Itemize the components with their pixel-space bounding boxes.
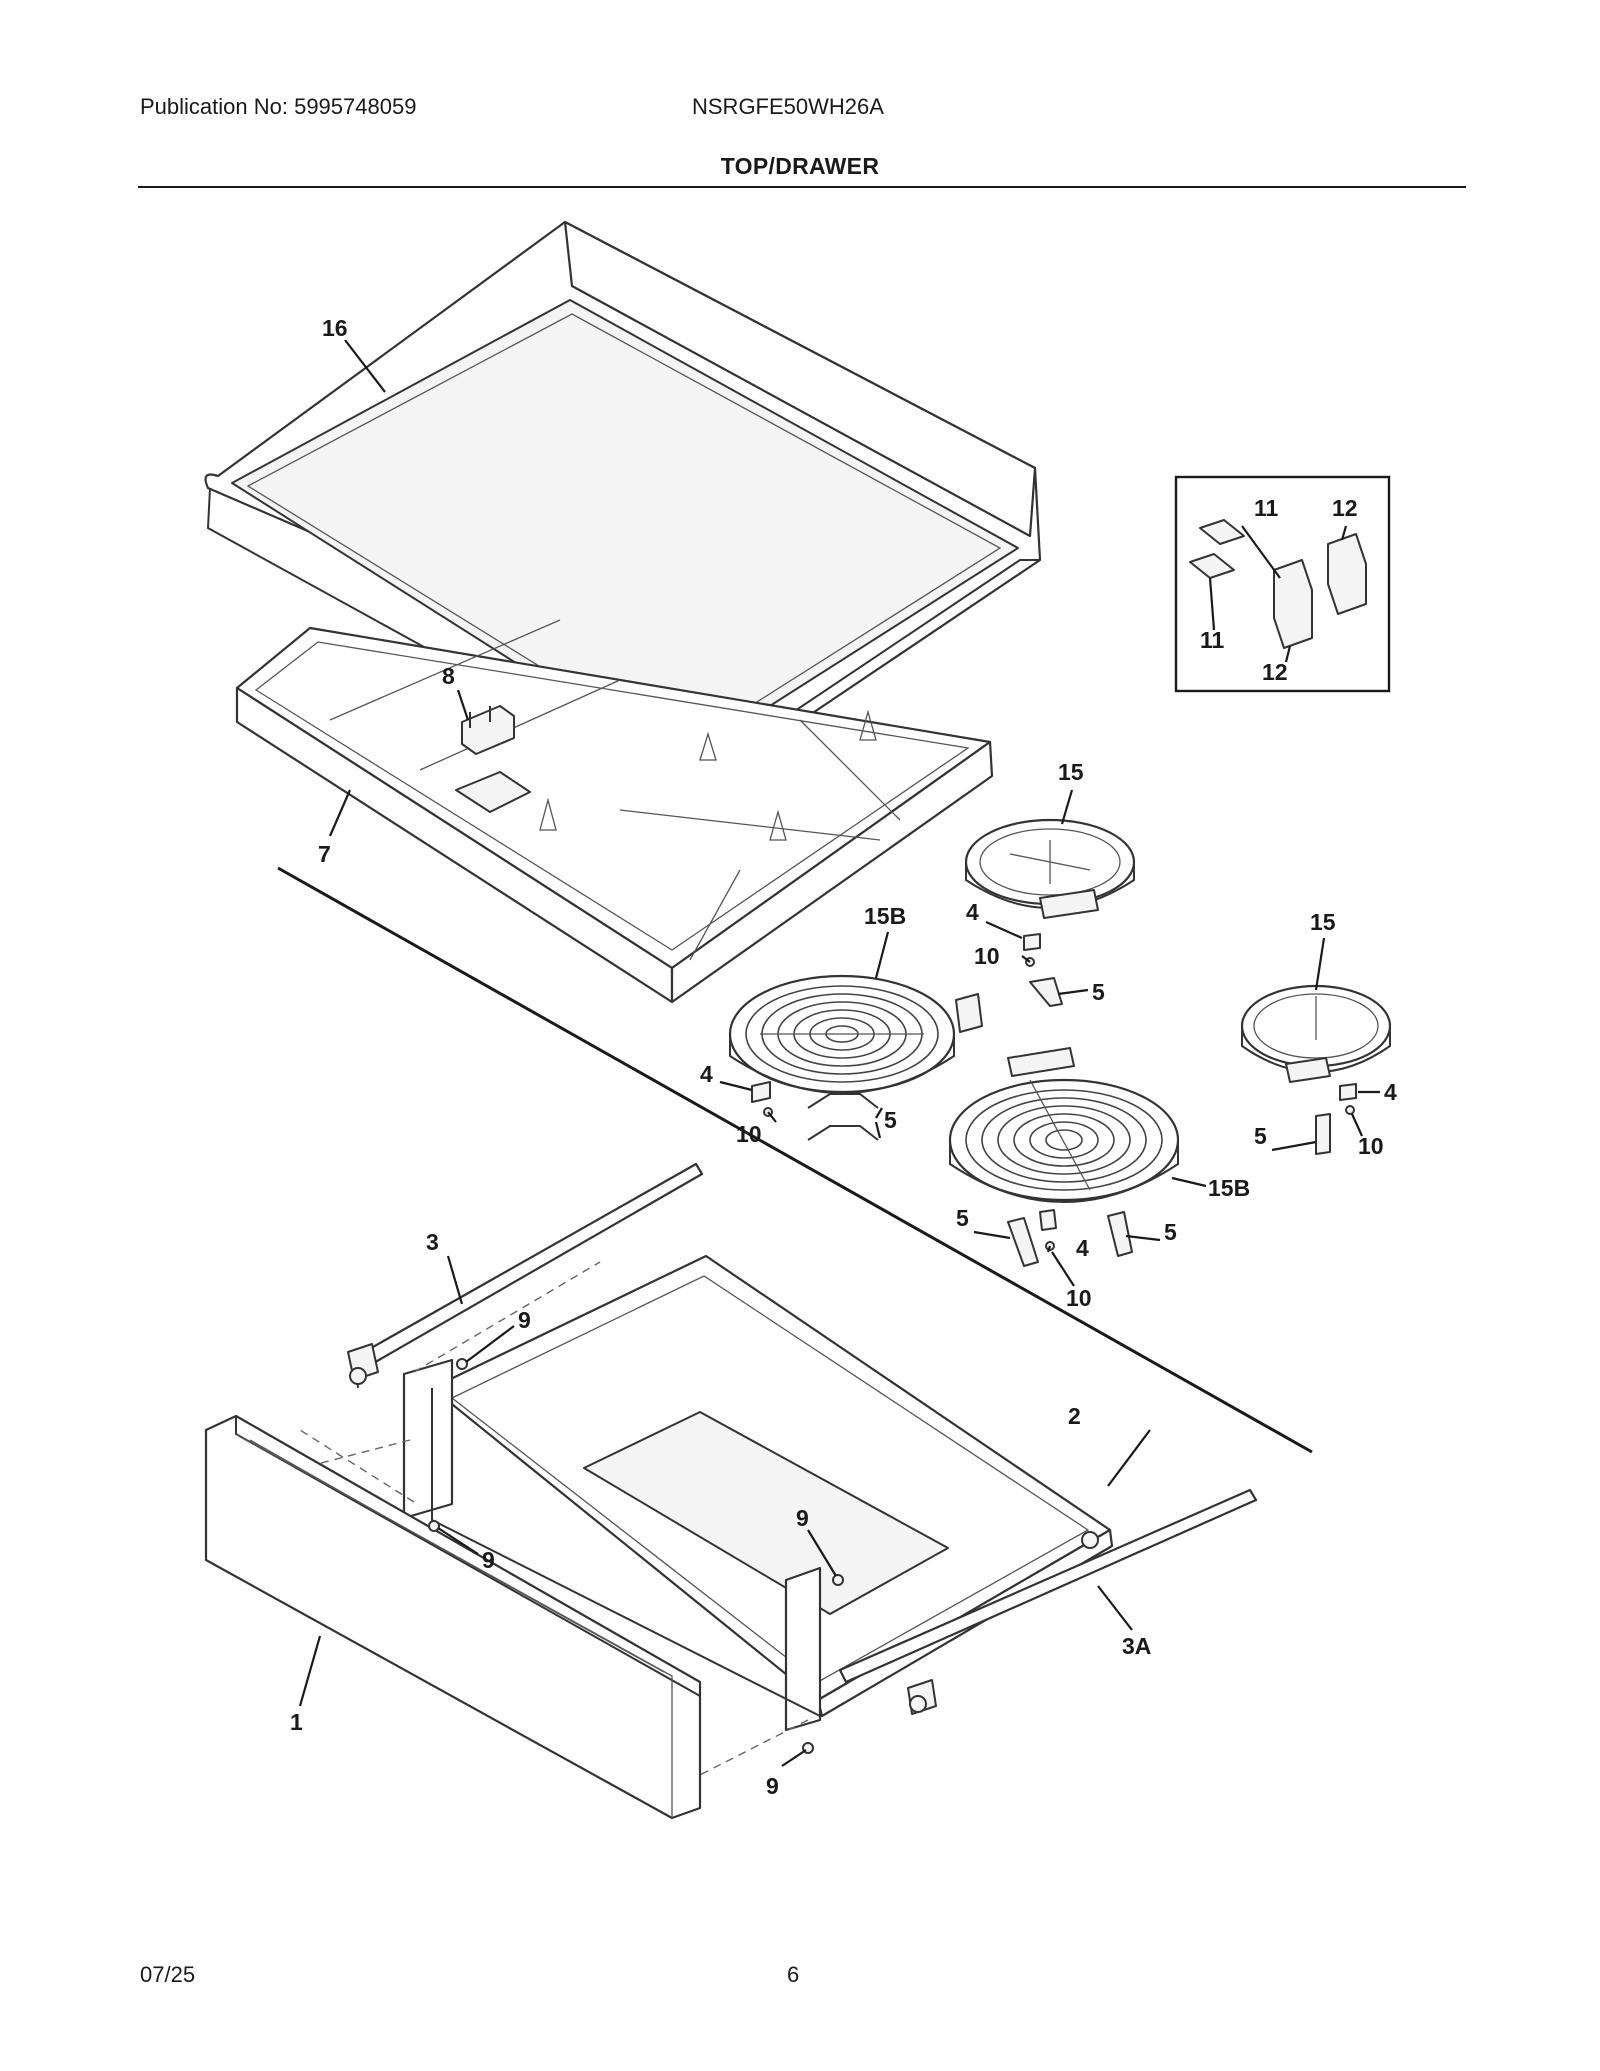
- callout-2: 2: [1068, 1403, 1081, 1429]
- part-main-top: [204, 220, 1042, 790]
- callout-5-e: 5: [1164, 1219, 1177, 1245]
- part-top-frame: [235, 619, 994, 1004]
- part-dual-element-left: [728, 974, 983, 1094]
- callout-5-a: 5: [1092, 979, 1105, 1005]
- model-number: NSRGFE50WH26A: [692, 94, 884, 119]
- callout-10-a: 10: [974, 943, 1000, 969]
- callout-7: 7: [318, 841, 331, 867]
- callout-11-top: 11: [1254, 495, 1279, 521]
- callout-9-c: 9: [796, 1505, 809, 1531]
- publication-number: Publication No: 5995748059: [140, 94, 417, 119]
- callout-8: 8: [442, 663, 455, 689]
- callout-12-bottom: 12: [1262, 659, 1288, 685]
- part-drawer-slide-right: [838, 1488, 1258, 1715]
- part-terminal-block: [461, 705, 515, 755]
- callout-15-upper: 15: [1058, 759, 1084, 785]
- callout-4-a: 4: [966, 899, 979, 925]
- part-drawer-front: [204, 1414, 702, 1820]
- callout-15B-left: 15B: [864, 903, 906, 929]
- callout-9-a: 9: [518, 1307, 531, 1333]
- callout-16: 16: [322, 315, 348, 341]
- publication-date: 07/25: [140, 1962, 196, 1987]
- part-drawer-slide-left: [347, 1162, 704, 1389]
- callout-3A: 3A: [1122, 1633, 1151, 1659]
- callout-5-b: 5: [884, 1107, 897, 1133]
- callout-5-d: 5: [956, 1205, 969, 1231]
- callout-9-d: 9: [766, 1773, 779, 1799]
- title-rule: [138, 186, 1466, 188]
- part-brackets-screws: [751, 933, 1357, 1267]
- part-radiant-element-right: [1240, 984, 1392, 1083]
- callout-15B-lower: 15B: [1208, 1175, 1250, 1201]
- callout-4-c: 4: [1384, 1079, 1397, 1105]
- callout-15-right: 15: [1310, 909, 1336, 935]
- callout-10-b: 10: [736, 1121, 762, 1147]
- part-separator-line: [277, 866, 1313, 1454]
- leader-lines: [298, 339, 1380, 1767]
- page-number: 6: [787, 1962, 800, 1987]
- callout-10-d: 10: [1066, 1285, 1092, 1311]
- callout-labels: 16 8 7 15 15 15B 15B 11 11 12 12 4 10 5 …: [290, 315, 1397, 1799]
- section-title: TOP/DRAWER: [720, 153, 880, 179]
- callout-5-c: 5: [1254, 1123, 1267, 1149]
- callout-9-b: 9: [482, 1547, 495, 1573]
- callout-4-d: 4: [1076, 1235, 1089, 1261]
- part-radiant-element-upper: [964, 818, 1136, 919]
- callout-1: 1: [290, 1709, 303, 1735]
- callout-10-c: 10: [1358, 1133, 1384, 1159]
- part-dual-element-lower: [948, 1047, 1180, 1203]
- callout-3: 3: [426, 1229, 439, 1255]
- callout-12-top: 12: [1332, 495, 1358, 521]
- callout-11-bottom: 11: [1200, 627, 1225, 653]
- callout-4-b: 4: [700, 1061, 713, 1087]
